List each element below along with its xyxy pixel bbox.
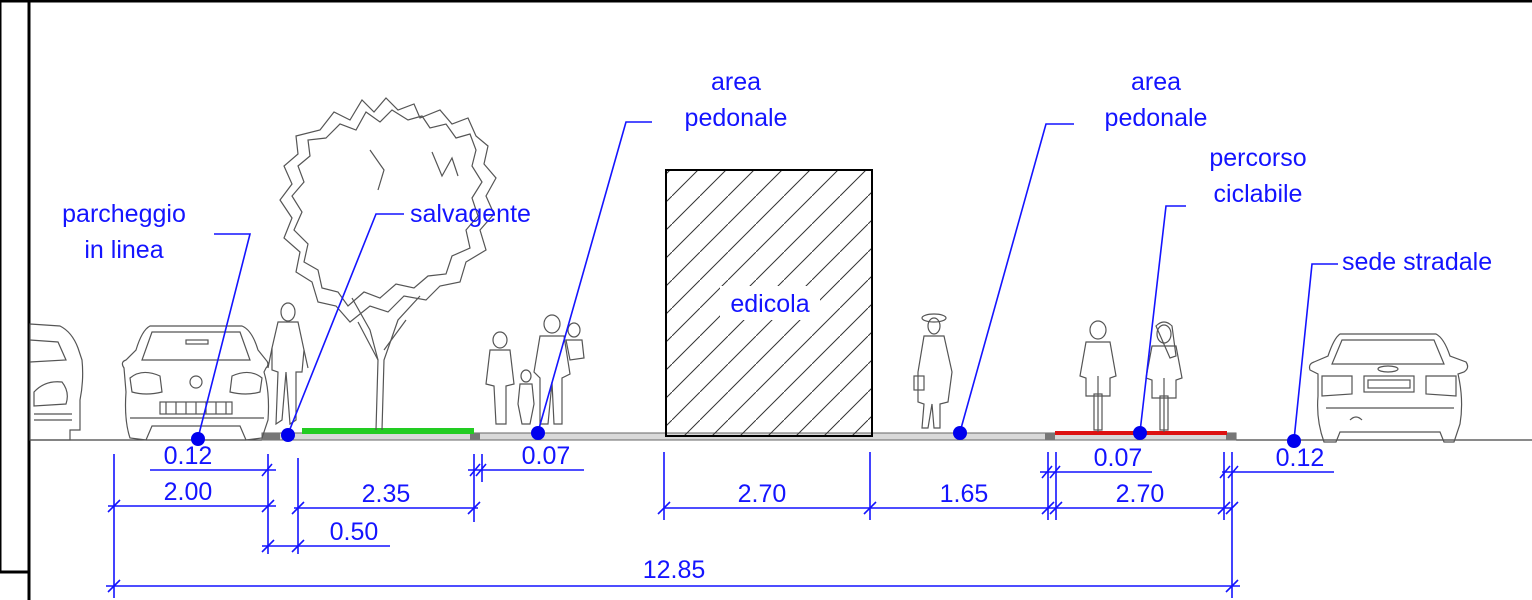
- car-left-front: [121, 325, 270, 441]
- dim-2-70-left: 2.70: [738, 480, 787, 508]
- label-area2-line2: pedonale: [1105, 104, 1208, 132]
- label-area2-line1: area: [1131, 68, 1181, 96]
- annotation-dots: [191, 426, 1301, 448]
- label-percorso-line2: ciclabile: [1214, 180, 1303, 208]
- dim-0-12-right: 0.12: [1276, 444, 1325, 472]
- car-right-rear: [1308, 333, 1469, 443]
- annotation-labels: parcheggio in linea salvagente area pedo…: [62, 68, 1492, 276]
- pedestrian-woman: [913, 313, 953, 429]
- dim-1-65: 1.65: [940, 480, 989, 508]
- label-salvagente: salvagente: [410, 200, 531, 228]
- dim-2-70-right: 2.70: [1116, 480, 1165, 508]
- cyclists: [1079, 320, 1183, 432]
- dim-0-07-right: 0.07: [1094, 444, 1143, 472]
- car-left-partial: [29, 323, 84, 441]
- edicola-label: edicola: [730, 290, 809, 318]
- label-area1-line1: area: [711, 68, 761, 96]
- dimension-lines: [106, 452, 1334, 598]
- tree: [279, 97, 497, 431]
- dimension-labels: 0.12 2.00 2.35 0.50 0.07 2.70 1.65 0.07 …: [164, 442, 1325, 584]
- edicola-kiosk: edicola: [665, 169, 873, 437]
- annotation-leaders: [197, 121, 1338, 441]
- dim-0-12-left: 0.12: [164, 442, 213, 470]
- dim-2-00: 2.00: [164, 478, 213, 506]
- dim-0-50: 0.50: [330, 518, 379, 546]
- label-parcheggio-line2: in linea: [84, 236, 163, 264]
- label-parcheggio-line1: parcheggio: [62, 200, 186, 228]
- pedestrian-man: [267, 302, 309, 426]
- dim-2-35: 2.35: [362, 480, 411, 508]
- label-sede-stradale: sede stradale: [1342, 248, 1492, 276]
- pedestrian-family: [485, 314, 585, 425]
- dim-0-07-left: 0.07: [522, 442, 571, 470]
- label-percorso-line1: percorso: [1209, 144, 1306, 172]
- dim-total-12-85: 12.85: [643, 556, 706, 584]
- green-strip: [302, 428, 474, 434]
- label-area1-line2: pedonale: [685, 104, 788, 132]
